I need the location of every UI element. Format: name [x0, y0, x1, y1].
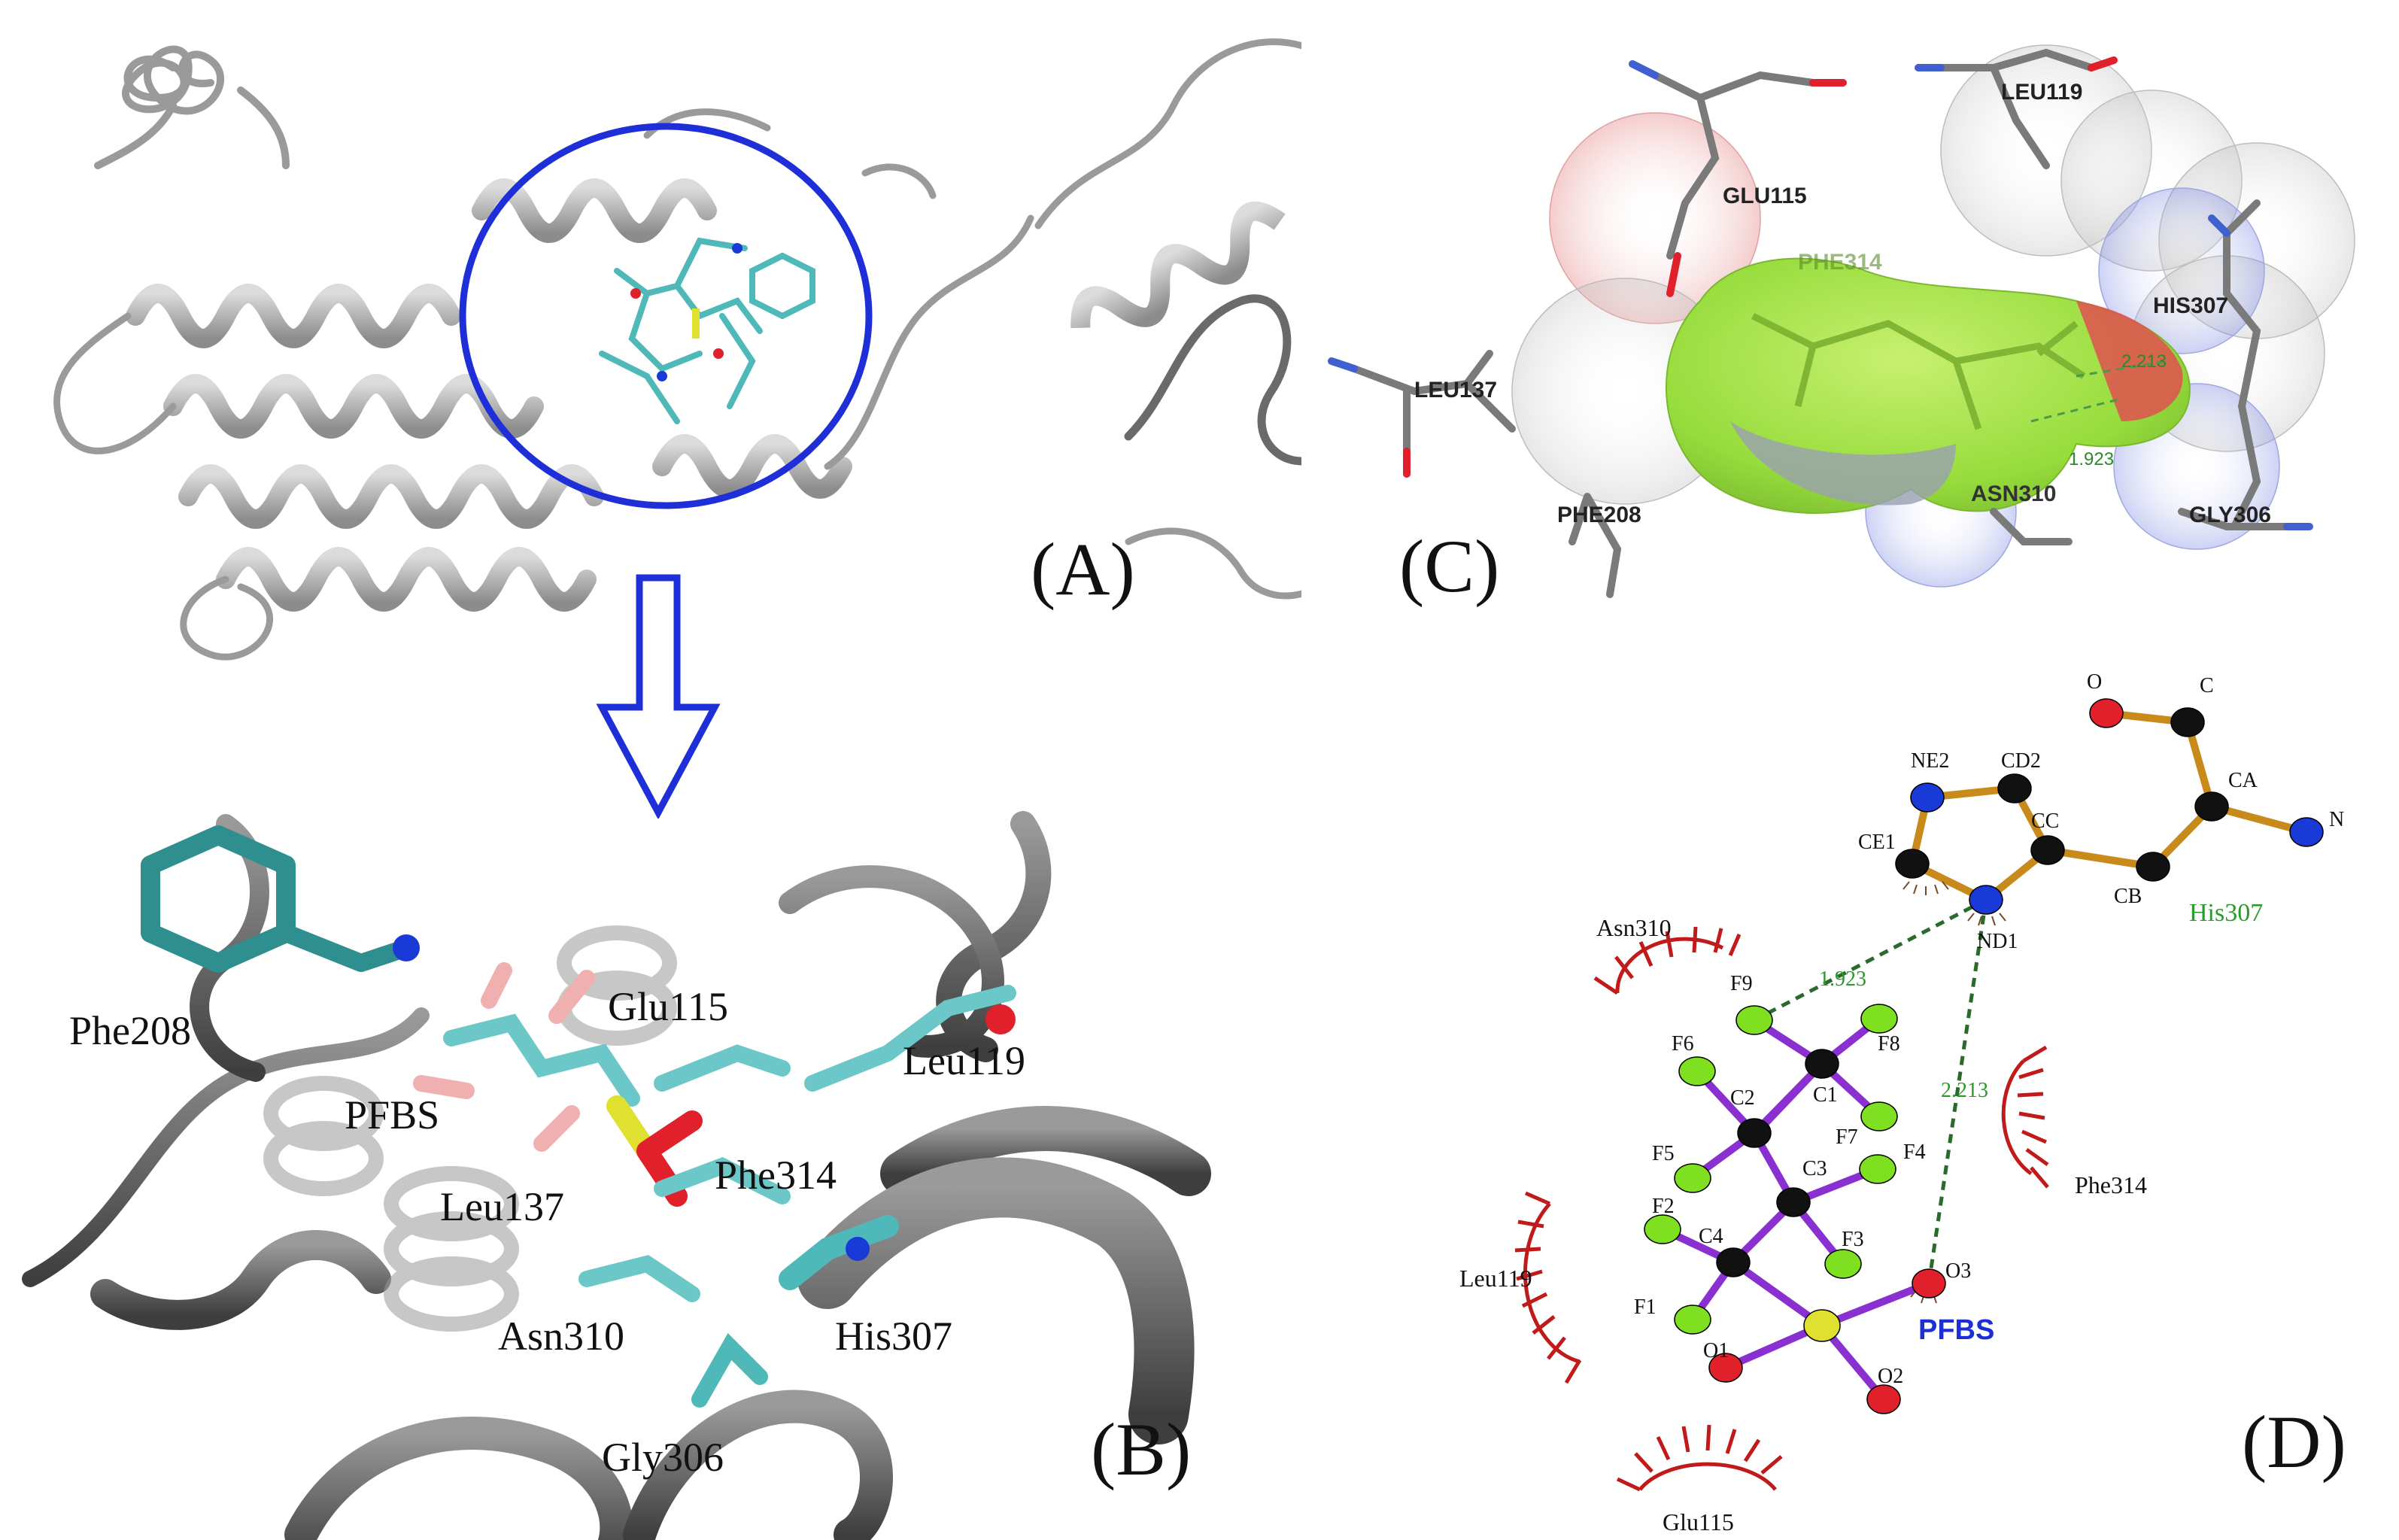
label-c-gly306: GLY306: [2189, 503, 2271, 527]
atom-o3: O3: [1945, 1259, 1971, 1283]
hydrogen-bonds: [1753, 898, 1988, 1284]
residue-atom-caps: [1328, 56, 2313, 530]
protein-loop-right: [1124, 294, 1336, 466]
atoms: [1644, 698, 2324, 1414]
atom-f5: F5: [1652, 1142, 1675, 1165]
zoom-arrow: [596, 574, 721, 820]
panel-c: LEU119 GLU115 PHE314 HIS307 LEU137 PHE20…: [1301, 21, 2385, 608]
label-phe314: Phe314: [715, 1153, 837, 1198]
residue-glu115: Glu115: [1663, 1508, 1734, 1535]
label-leu137: Leu137: [440, 1184, 564, 1229]
protein-helix-right: [1070, 201, 1286, 329]
label-c-his307: HIS307: [2153, 293, 2228, 318]
panel-d: O C CA N NE2 CD2 CE1 CC CB ND1 F9 F8 F6 …: [1459, 670, 2346, 1535]
panel-c-label: (C): [1399, 524, 1499, 608]
ligand-in-pocket: [599, 237, 815, 424]
c-hbonds: [2030, 360, 2167, 423]
atom-f2: F2: [1652, 1195, 1675, 1218]
panel-b-background-helices: [263, 925, 677, 1332]
atom-o2: O2: [1878, 1365, 1903, 1388]
atom-cb: CB: [2114, 885, 2142, 908]
atom-nd1: ND1: [1977, 930, 2018, 953]
ligand-surface-shadow: [1730, 421, 1956, 506]
label-asn310: Asn310: [498, 1314, 624, 1359]
panel-a-label: (A): [1031, 527, 1135, 611]
hydrophobic-phe314: [2001, 1059, 2033, 1176]
atom-ce1: CE1: [1858, 831, 1896, 854]
label-pfbs: PFBS: [345, 1092, 439, 1138]
panel-d-label: (D): [2242, 1400, 2346, 1484]
label-leu119: Leu119: [903, 1038, 1025, 1083]
residue-his307: His307: [2189, 899, 2263, 927]
mesh-spheres: [1511, 44, 2355, 588]
hydrophobic-contacts: [1514, 926, 2049, 1492]
phe208-sticks: [141, 825, 420, 973]
atom-ca: CA: [2228, 769, 2258, 792]
atom-f8: F8: [1878, 1032, 1900, 1056]
his307-bonds: [1909, 709, 2310, 904]
atom-c: C: [2200, 674, 2214, 697]
residue-sticks: [1350, 48, 2291, 598]
label-gly306: Gly306: [602, 1435, 724, 1480]
atom-c1: C1: [1813, 1083, 1838, 1107]
atom-ne2: NE2: [1911, 749, 1949, 773]
atom-f1: F1: [1634, 1295, 1657, 1319]
atom-o: O: [2087, 670, 2102, 694]
atom-c4: C4: [1699, 1225, 1723, 1248]
label-phe208: Phe208: [69, 1008, 191, 1053]
distance-1923: 1.923: [1819, 967, 1866, 991]
atom-cd2: CD2: [2001, 749, 2041, 773]
label-c-glu115: GLU115: [1723, 184, 1807, 208]
atom-f3: F3: [1842, 1228, 1864, 1251]
atom-c2: C2: [1730, 1086, 1755, 1110]
protein-coil: [94, 45, 290, 169]
panel-b-ribbons: [22, 811, 1211, 1540]
label-glu115: Glu115: [608, 984, 728, 1029]
protein-helices: [126, 178, 852, 612]
label-c-dist-1: 2.213: [2121, 351, 2167, 372]
label-his307: His307: [835, 1314, 952, 1359]
atom-f6: F6: [1672, 1032, 1694, 1056]
label-c-phe208: PHE208: [1557, 503, 1641, 527]
panel-b-label: (B): [1091, 1408, 1191, 1491]
atom-cc: CC: [2031, 809, 2059, 833]
hydrophobic-leu119: [1523, 1202, 1581, 1364]
residue-phe314: Phe314: [2075, 1171, 2147, 1198]
distance-2213: 2.213: [1941, 1079, 1988, 1102]
panel-b: Phe208 Glu115 Leu119 PFBS Phe314 Leu137 …: [22, 811, 1211, 1540]
selection-circle: [459, 123, 873, 509]
atom-f4: F4: [1903, 1141, 1926, 1164]
residue-leu119: Leu119: [1459, 1265, 1532, 1292]
ligand-sticks: [1751, 312, 2086, 430]
label-c-leu119: LEU119: [2001, 80, 2082, 105]
atom-n: N: [2329, 808, 2344, 831]
ligand-surface-oxygen: [2076, 301, 2183, 421]
ligand-pfbs: PFBS: [1918, 1314, 1994, 1346]
residue-asn310: Asn310: [1596, 914, 1672, 941]
atom-f7: F7: [1836, 1125, 1858, 1149]
hydrophobic-asn310: [1615, 937, 1724, 994]
label-c-dist-2: 1.923: [2069, 449, 2114, 469]
atom-o1: O1: [1703, 1339, 1729, 1362]
label-c-leu137: LEU137: [1414, 378, 1497, 402]
label-c-asn310: ASN310: [1971, 481, 2056, 506]
atom-c3: C3: [1802, 1157, 1827, 1180]
panel-a: (A): [53, 38, 1350, 820]
hydrophobic-glu115: [1638, 1462, 1777, 1491]
atom-f9: F9: [1730, 972, 1753, 995]
label-c-phe314: PHE314: [1798, 250, 1882, 275]
pocket-sticks: [413, 962, 1016, 1408]
